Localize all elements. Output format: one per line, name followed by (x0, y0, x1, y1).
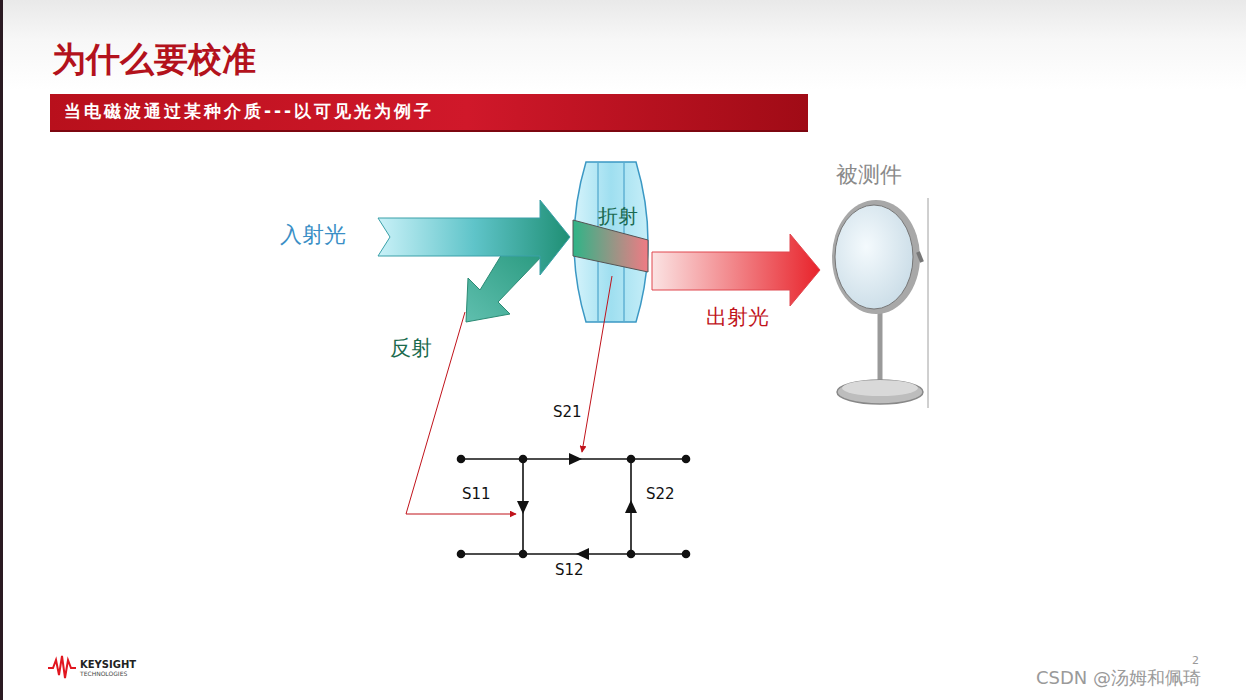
band-text: 当电磁波通过某种介质---以可见光为例子 (64, 102, 434, 122)
incident-label: 入射光 (280, 222, 346, 247)
s-param-label: S21 (553, 404, 582, 421)
header-band: 当电磁波通过某种介质---以可见光为例子 (50, 94, 808, 132)
s-param-label: S12 (555, 562, 584, 579)
s-param-label: S11 (462, 486, 491, 503)
dut-label: 被测件 (836, 162, 902, 187)
reflection-label: 反射 (390, 336, 432, 360)
leader-line (582, 276, 612, 452)
mirror (832, 200, 923, 404)
output-arrow (652, 234, 820, 306)
page-number: 2 (1192, 655, 1199, 668)
output-label: 出射光 (706, 305, 769, 329)
logo-text: KEYSIGHT (80, 659, 136, 671)
signal-flow-graph (458, 453, 690, 560)
refraction-label: 折射 (598, 205, 638, 228)
divider-line (928, 198, 929, 408)
s-param-label: S22 (646, 486, 675, 503)
edge-strip (0, 0, 3, 700)
lens (574, 162, 648, 322)
slide-title: 为什么要校准 (52, 40, 256, 79)
incident-arrow (378, 200, 570, 275)
reflected-arrow (466, 254, 544, 322)
watermark: CSDN @汤姆和佩琦 (1036, 668, 1201, 689)
logo-subtext: TECHNOLOGIES (80, 671, 127, 678)
logo-wave (48, 656, 76, 678)
